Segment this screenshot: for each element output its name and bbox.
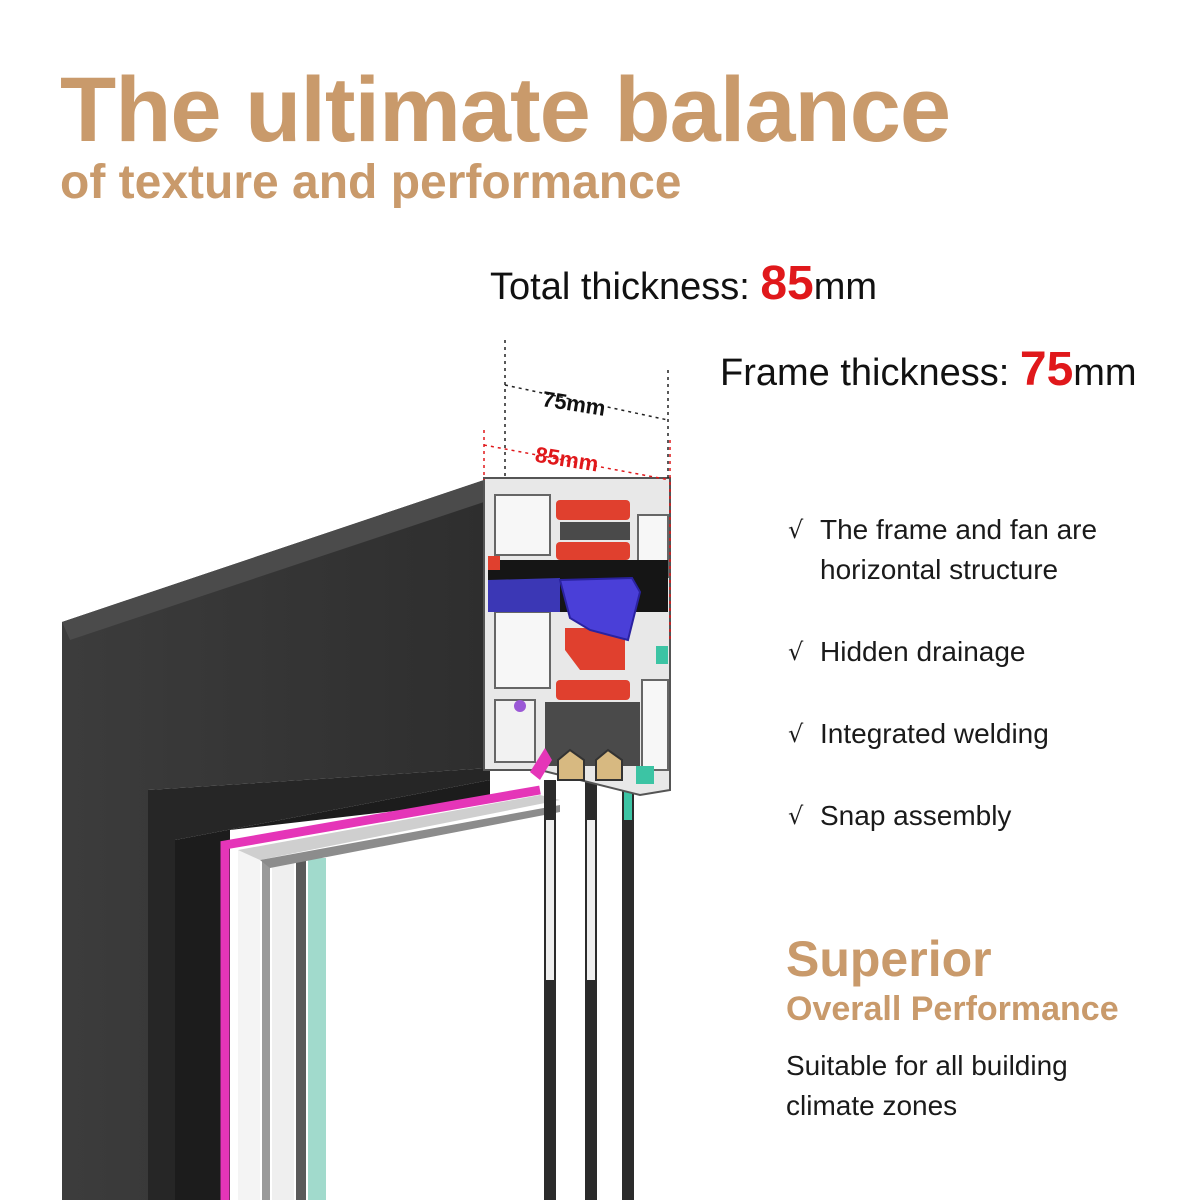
frame-thickness-unit: mm <box>1073 352 1137 394</box>
inner-dimension-label: 75mm <box>541 386 608 421</box>
feature-text: Hidden drainage <box>820 636 1026 667</box>
dimension-lines <box>483 340 671 640</box>
headline: The ultimate balance of texture and perf… <box>60 59 951 210</box>
magenta-gasket <box>220 785 541 1200</box>
cross-section <box>483 477 671 797</box>
headline-subtitle: of texture and performance <box>60 156 682 209</box>
total-thickness-spec: Total thickness: 85mm <box>490 260 878 309</box>
performance-block: Superior Overall Performance Suitable fo… <box>786 930 1186 1126</box>
outer-frame <box>62 478 490 1200</box>
feature-item: √ Hidden drainage <box>786 632 1186 672</box>
glass-pane <box>326 815 560 1200</box>
feature-list: √ The frame and fan are horizontal struct… <box>786 510 1186 878</box>
performance-subtitle: Overall Performance <box>786 990 1119 1028</box>
performance-description: Suitable for all building climate zones <box>786 1050 1068 1121</box>
frame-thickness-label: Frame thickness: <box>720 352 1020 394</box>
window-profile-illustration: 75mm 85mm <box>62 340 671 1200</box>
total-thickness-unit: mm <box>813 266 878 308</box>
frame-thickness-value: 75 <box>1019 343 1074 396</box>
check-icon: √ <box>788 802 804 830</box>
check-icon: √ <box>788 720 804 748</box>
total-thickness-value: 85 <box>760 257 814 310</box>
feature-text: The frame and fan are horizontal structu… <box>820 514 1098 585</box>
feature-item: √ The frame and fan are horizontal struct… <box>786 510 1186 590</box>
glazing-lines <box>544 780 634 1200</box>
feature-text: Snap assembly <box>820 800 1012 831</box>
total-thickness-label: Total thickness: <box>490 266 761 308</box>
performance-title: Superior <box>786 931 992 987</box>
sash-layers <box>238 795 560 1200</box>
headline-title: The ultimate balance <box>60 59 951 161</box>
feature-item: √ Snap assembly <box>786 796 1186 836</box>
check-icon: √ <box>788 516 804 544</box>
feature-item: √ Integrated welding <box>786 714 1186 754</box>
frame-thickness-spec: Frame thickness: 75mm <box>720 346 1137 395</box>
check-icon: √ <box>788 638 804 666</box>
outer-dimension-label: 85mm <box>533 442 600 477</box>
feature-text: Integrated welding <box>820 718 1049 749</box>
